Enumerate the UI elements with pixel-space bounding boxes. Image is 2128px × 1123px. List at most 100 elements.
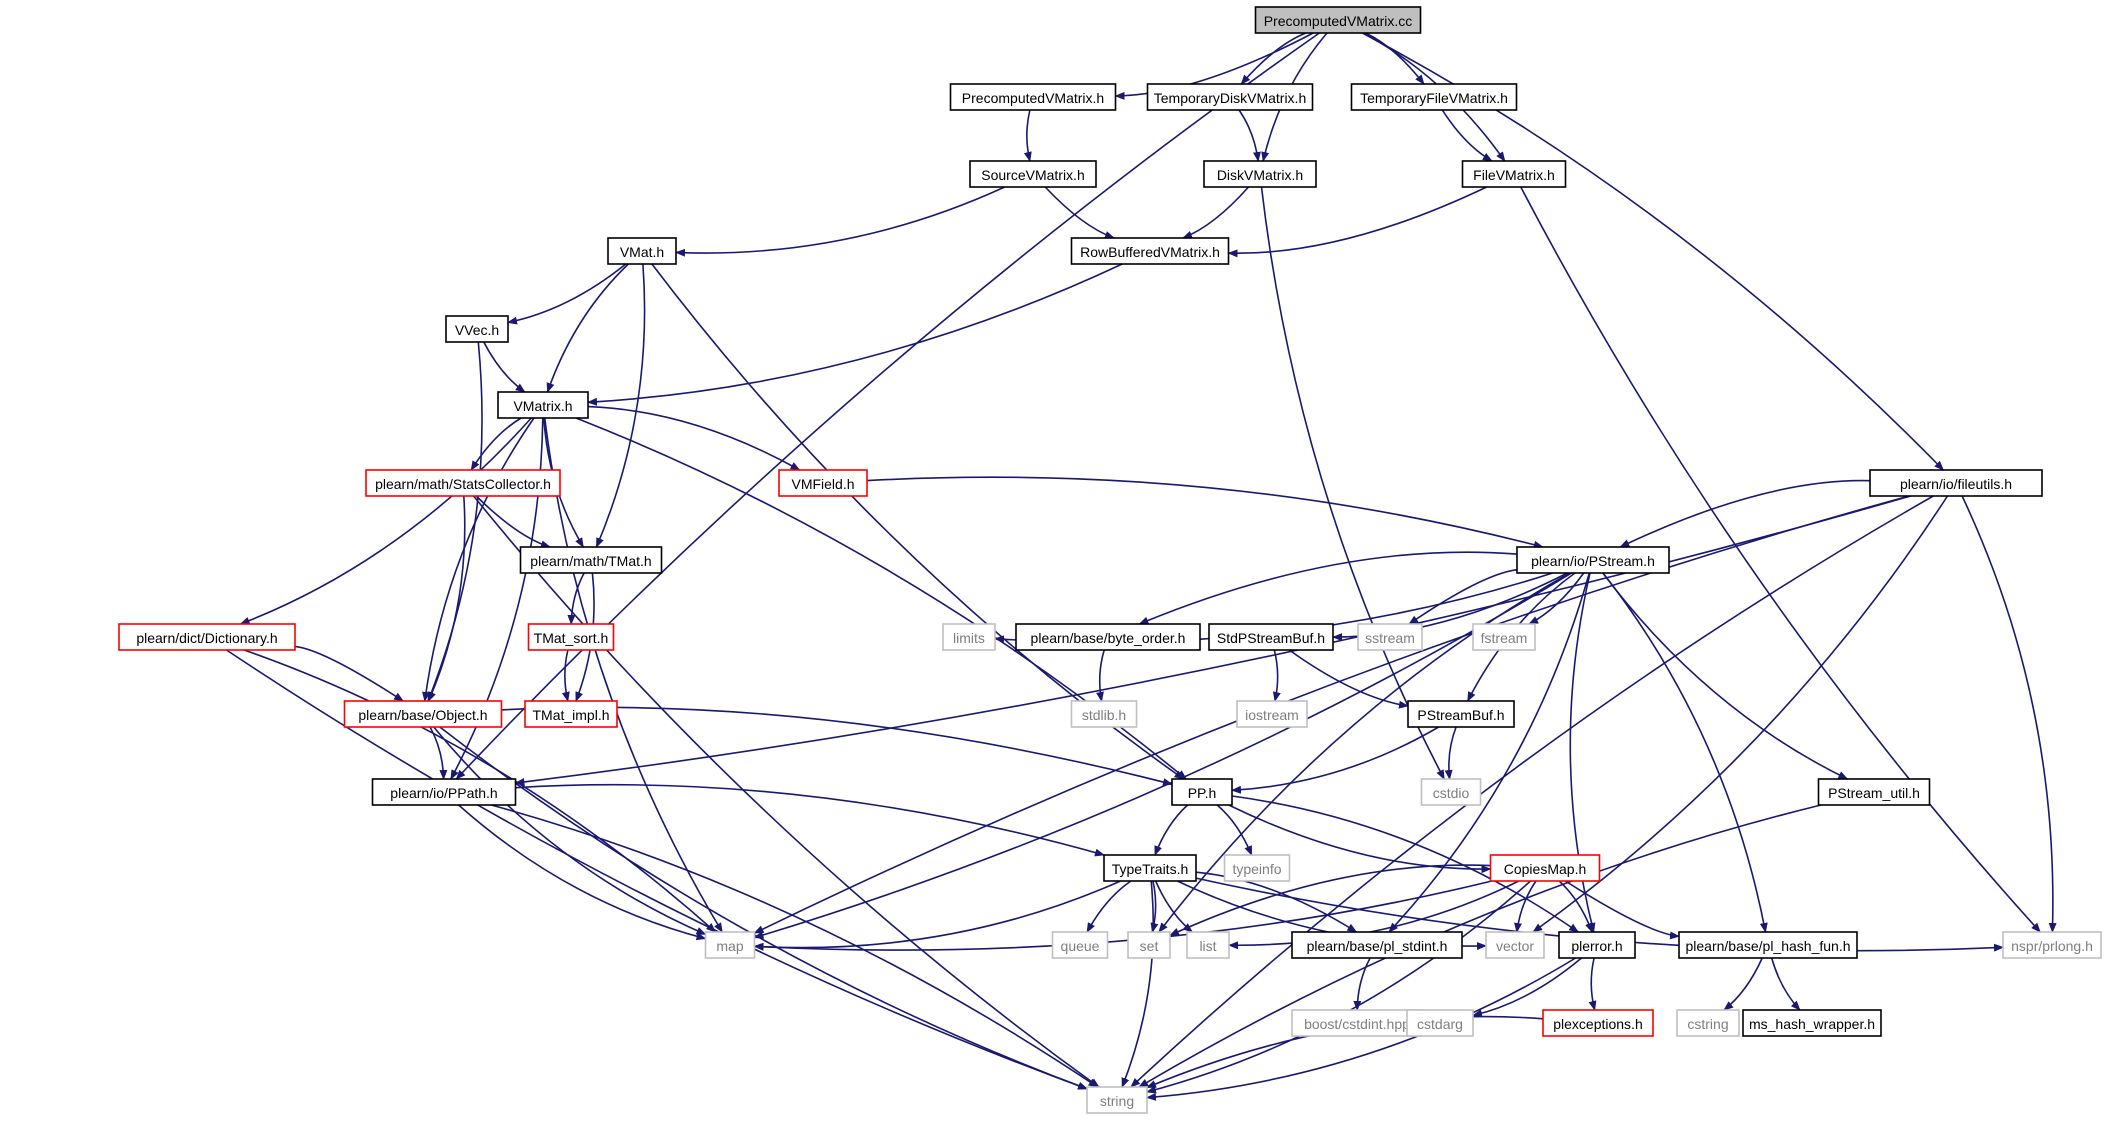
node-box [1171, 778, 1233, 806]
edge-vmfield_h-to-pstream_h [866, 476, 1544, 549]
node-box [343, 700, 503, 728]
node-tmat-impl-h[interactable]: TMat_impl.h [524, 700, 618, 728]
node-pvm-h[interactable]: PrecomputedVMatrix.h [949, 83, 1117, 111]
edge-copiesmap_h-to-plerror_h [1558, 880, 1593, 933]
node-string: string [1086, 1086, 1148, 1114]
node-box [1472, 623, 1536, 651]
node-box [1485, 931, 1545, 959]
node-pl-stdint-h[interactable]: plearn/base/pl_stdint.h [1291, 931, 1463, 959]
node-pstream-util-h[interactable]: PStream_util.h [1817, 778, 1931, 806]
edge-pstream_h-to-byte_order_h [1138, 551, 1518, 625]
edge-stdpsb_h-to-psb_h [1288, 649, 1409, 709]
node-stdpsb-h[interactable]: StdPStreamBuf.h [1208, 623, 1334, 651]
node-box [1291, 931, 1463, 959]
node-label: PStreamBuf.h [1417, 707, 1504, 723]
edge-object_h-to-string [439, 726, 1088, 1090]
node-iostream: iostream [1236, 700, 1308, 728]
node-label: FileVMatrix.h [1473, 167, 1555, 183]
node-tdvm-h[interactable]: TemporaryDiskVMatrix.h [1146, 83, 1314, 111]
edge-vmat_h-to-tmat_h [595, 263, 646, 548]
node-label: TMat_impl.h [532, 707, 609, 723]
node-tmat-h[interactable]: plearn/math/TMat.h [519, 546, 663, 574]
node-nspr-prlong-h: nspr/prlong.h [2002, 931, 2102, 959]
node-fvm-h[interactable]: FileVMatrix.h [1461, 160, 1567, 188]
node-typeinfo: typeinfo [1223, 854, 1291, 882]
node-label: VMat.h [620, 244, 664, 260]
node-copiesmap-h[interactable]: CopiesMap.h [1489, 854, 1601, 882]
node-svm-h[interactable]: SourceVMatrix.h [969, 160, 1097, 188]
node-box [1516, 546, 1670, 574]
edge-root-to-ppath_h [455, 32, 1320, 780]
node-plexceptions-h[interactable]: plexceptions.h [1542, 1009, 1654, 1037]
edge-svm_h-to-rbvm_h [1044, 186, 1115, 239]
edge-statscol_h-to-tmat_h [475, 495, 551, 549]
node-box [1407, 700, 1515, 728]
node-label: VMField.h [791, 476, 854, 492]
node-label: VVec.h [455, 322, 499, 338]
node-map: map [704, 931, 756, 959]
node-dict-h[interactable]: plearn/dict/Dictionary.h [118, 623, 296, 651]
node-vmat-h[interactable]: VMat.h [607, 237, 677, 265]
node-pp-h[interactable]: PP.h [1171, 778, 1233, 806]
node-box [1236, 700, 1308, 728]
node-label: plearn/base/Object.h [358, 707, 487, 723]
edge-psb_h-to-cstdio [1444, 726, 1457, 780]
node-fstream: fstream [1472, 623, 1536, 651]
node-ms-hash-wrapper-h[interactable]: ms_hash_wrapper.h [1742, 1009, 1882, 1037]
node-rbvm-h[interactable]: RowBufferedVMatrix.h [1070, 237, 1230, 265]
node-vmfield-h[interactable]: VMField.h [778, 469, 868, 497]
node-label: plearn/dict/Dictionary.h [136, 630, 277, 646]
node-pstream-h[interactable]: plearn/io/PStream.h [1516, 546, 1670, 574]
edge-fvm_h-to-rbvm_h [1227, 186, 1488, 258]
node-label: fstream [1481, 630, 1528, 646]
edge-ppath_h-to-string [491, 804, 1099, 1088]
node-label: stdlib.h [1082, 707, 1126, 723]
node-root[interactable]: PrecomputedVMatrix.cc [1254, 6, 1422, 34]
node-box [942, 623, 996, 651]
node-psb-h[interactable]: PStreamBuf.h [1407, 700, 1515, 728]
edge-pstream_util_h-to-string [1138, 804, 1822, 1088]
node-tfvm-h[interactable]: TemporaryFileVMatrix.h [1350, 83, 1518, 111]
node-box [704, 931, 756, 959]
node-fileutils-h[interactable]: plearn/io/fileutils.h [1869, 469, 2043, 497]
node-box [1558, 931, 1636, 959]
node-tmat-sort-h[interactable]: TMat_sort.h [527, 623, 615, 651]
node-label: TemporaryDiskVMatrix.h [1154, 90, 1306, 106]
edge-statscol_h-to-object_h [427, 495, 466, 702]
node-label: limits [953, 630, 985, 646]
node-ppath-h[interactable]: plearn/io/PPath.h [371, 778, 517, 806]
node-set: set [1127, 931, 1171, 959]
node-box [1420, 778, 1482, 806]
node-box [1186, 931, 1230, 959]
node-label: VMatrix.h [513, 398, 572, 414]
node-statscol-h[interactable]: plearn/math/StatsCollector.h [365, 469, 561, 497]
edge-tmat_h-to-tmat_sort_h [567, 572, 585, 625]
node-typetraits-h[interactable]: TypeTraits.h [1103, 854, 1197, 882]
edge-fileutils_h-to-string [1130, 495, 1934, 1088]
node-label: plearn/math/StatsCollector.h [375, 476, 551, 492]
node-vmatrix-h[interactable]: VMatrix.h [497, 391, 589, 419]
node-vvec-h[interactable]: VVec.h [445, 315, 509, 343]
node-plerror-h[interactable]: plerror.h [1558, 931, 1636, 959]
node-label: plearn/math/TMat.h [530, 553, 651, 569]
node-pl-hash-fun-h[interactable]: plearn/base/pl_hash_fun.h [1678, 931, 1858, 959]
node-box [1086, 1086, 1148, 1114]
edge-tmat_sort_h-to-tmat_impl_h [561, 649, 570, 702]
edge-copiesmap_h-to-list [1228, 880, 1520, 950]
edge-plerror_h-to-string [1146, 957, 1577, 1101]
edge-object_h-to-ppath_h [429, 726, 448, 780]
node-byte-order-h[interactable]: plearn/base/byte_order.h [1015, 623, 1201, 651]
node-label: plearn/base/byte_order.h [1031, 630, 1186, 646]
node-label: ms_hash_wrapper.h [1749, 1016, 1875, 1032]
node-object-h[interactable]: plearn/base/Object.h [343, 700, 503, 728]
node-label: queue [1061, 938, 1100, 954]
edge-pl_hash_fun_h-to-ms_hash_wrapper_h [1770, 957, 1801, 1011]
edge-pp_h-to-typetraits_h [1154, 804, 1189, 856]
node-box [1869, 469, 2043, 497]
node-dvm-h[interactable]: DiskVMatrix.h [1203, 160, 1317, 188]
edge-pstream_h-to-sstream [1408, 568, 1518, 625]
edge-vmatrix_h-to-ppath_h [450, 417, 544, 780]
edge-fileutils_h-to-nspr_prlong_h [1961, 495, 2057, 933]
edge-svm_h-to-vmat_h [675, 186, 1006, 257]
